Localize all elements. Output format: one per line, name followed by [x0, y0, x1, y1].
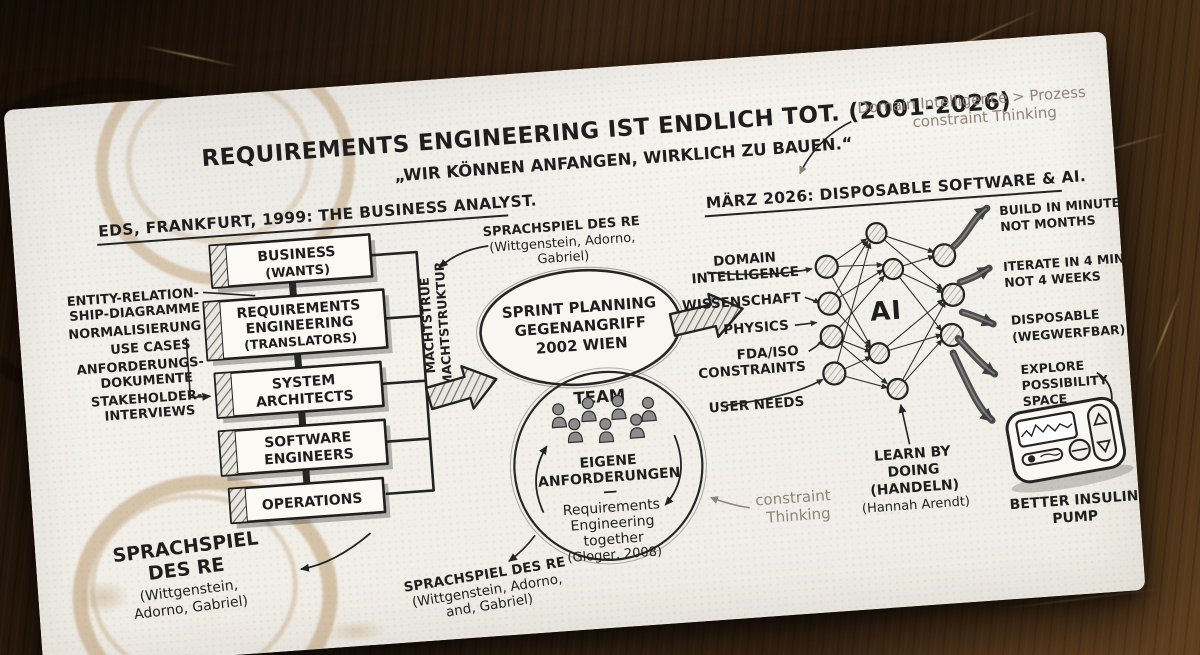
input-arrows	[706, 267, 824, 407]
cycle-arrow-left	[535, 445, 548, 514]
team-text: EIGENE	[579, 452, 637, 472]
pump-screen	[1015, 410, 1078, 448]
list-item: DOKUMENTE	[100, 370, 194, 392]
box-label: SOFTWARE	[264, 429, 352, 451]
team-circle: TEAM EIGENE ANFORDERUNGEN — Requirements…	[509, 367, 707, 566]
outcome-line: SPACE	[1022, 391, 1067, 409]
wood-scratch	[1147, 288, 1183, 374]
team-people-icons	[551, 394, 657, 444]
network-nodes	[814, 222, 966, 401]
box-label: BUSINESS	[257, 244, 336, 266]
label-line: PUMP	[1052, 508, 1099, 527]
outcome-line: NOT MONTHS	[1000, 212, 1096, 234]
pump-up-button	[1093, 412, 1109, 426]
stain-note-arrow	[299, 532, 372, 572]
box-label: ARCHITECTS	[255, 388, 354, 411]
ai-label: AI	[869, 296, 903, 328]
box-business: BUSINESS (WANTS)	[208, 233, 378, 294]
note-arrow	[439, 245, 489, 269]
pencil-arrow	[709, 496, 750, 509]
underline	[704, 189, 1062, 218]
sprachspiel-stain-note: SPRACHSPIEL DES RE (Wittgenstein, Adorno…	[111, 527, 259, 623]
note-line: Gabriel)	[537, 249, 590, 268]
sprint-bubble: SPRINT PLANNING GEGENANGRIFF 2002 WIEN	[476, 266, 685, 389]
box-label: (WANTS)	[265, 262, 331, 282]
note-arrow	[508, 534, 536, 562]
input-label: USER NEEDS	[708, 394, 805, 417]
box-operations: OPERATIONS	[227, 476, 391, 529]
team-text: Requirements	[562, 496, 660, 519]
outcome-line: POSSIBILITY	[1021, 372, 1109, 393]
pencil-note-line: constraint	[755, 486, 832, 509]
pump-label: BETTER INSULIN PUMP	[1009, 488, 1139, 527]
pump-slider-scribble	[1039, 452, 1061, 458]
pump-slider	[1021, 447, 1064, 467]
box-software-engineers: SOFTWARE ENGINEERS	[217, 418, 394, 482]
list-arrow	[185, 337, 210, 397]
team-text: Engineering	[570, 513, 655, 535]
input-label: CONSTRAINTS	[698, 359, 807, 383]
pump-slider-dot	[1027, 455, 1036, 463]
note-line: DOING	[887, 461, 940, 481]
list-link-line	[202, 291, 256, 297]
note-line: (HANDELN)	[870, 477, 960, 499]
underline	[97, 214, 509, 246]
input-label: DOMAIN	[713, 249, 777, 269]
note-line: LEARN BY	[873, 443, 952, 465]
box-label: SYSTEM	[271, 372, 335, 392]
input-label: PHYSICS	[723, 318, 790, 339]
napkin: REQUIREMENTS ENGINEERING IST ENDLICH TOT…	[3, 31, 1146, 655]
ai-network: AI	[814, 222, 966, 401]
block-arrow-to-2002	[424, 365, 498, 411]
outcome-line: NOT 4 WEEKS	[1004, 268, 1101, 290]
napkin-sketch: REQUIREMENTS ENGINEERING IST ENDLICH TOT…	[66, 83, 1139, 623]
learn-by-doing-note: LEARN BY DOING (HANDELN) (Hannah Arendt)	[861, 403, 971, 517]
outcome-line: EXPLORE	[1020, 358, 1085, 378]
cycle-arrow-right	[664, 434, 682, 506]
sprachspiel-note-top: SPRACHSPIEL DES RE (Wittgenstein, Adorno…	[439, 214, 640, 269]
box-label: OPERATIONS	[261, 491, 363, 514]
pencil-note-line: Thinking	[765, 504, 831, 527]
pencil-note-constraint: constraint Thinking	[709, 486, 832, 527]
box-label: ENGINEERING	[245, 314, 354, 338]
box-requirements-engineering: REQUIREMENTS ENGINEERING (TRANSLATORS)	[202, 288, 393, 366]
arrow-highlights	[952, 207, 996, 422]
ai-inputs: DOMAIN INTELLIGENCE WISSENSCHAFT PHYSICS…	[681, 249, 824, 417]
note-arrow	[898, 403, 911, 445]
pump-shadow	[1011, 464, 1134, 493]
list-item: USE CASES	[110, 337, 191, 358]
section-header-1999: EDS, FRANKFURT, 1999: THE BUSINESS ANALY…	[98, 191, 538, 240]
wood-scratch	[140, 44, 240, 68]
input-label: FDA/ISO	[736, 343, 799, 363]
pencil-arrow	[799, 120, 852, 175]
input-label: INTELLIGENCE	[691, 264, 800, 288]
team-text: —	[603, 483, 618, 500]
pump-knob-line	[1071, 447, 1088, 452]
sprachspiel-note-bottom: SPRACHSPIEL DES RE (Wittgenstein, Adorno…	[403, 554, 567, 620]
box-system-architects: SYSTEM ARCHITECTS	[213, 360, 389, 424]
pencil-note-top-right: Domain Intelligence > Prozess constraint…	[799, 83, 1087, 175]
list-item: INTERVIEWS	[104, 403, 196, 424]
pump-waveform	[1021, 423, 1073, 438]
team-text: together	[583, 530, 645, 550]
vertical-label: MACHTSTRUE	[416, 277, 438, 374]
pump-down-button	[1096, 439, 1111, 454]
hierarchy-stack: BUSINESS (WANTS) REQUIREMENTS ENGINEERIN…	[202, 233, 435, 529]
insulin-pump-sketch	[1005, 396, 1134, 493]
block-arrow-to-2026	[668, 292, 744, 339]
outcome-list: BUILD IN MINUTES, NOT MONTHS ITERATE IN …	[999, 194, 1134, 424]
power-bracket	[370, 250, 435, 496]
box-label: ENGINEERS	[264, 446, 355, 468]
machtstruktur-label: MACHTSTRUE MACHTSTRUKTUR	[416, 261, 455, 388]
outcome-line: DISPOSABLE	[1010, 306, 1099, 327]
team-text: (Gloger, 2008)	[567, 544, 663, 566]
pump-button-panel	[1086, 403, 1118, 462]
outcome-arrows	[949, 204, 999, 424]
